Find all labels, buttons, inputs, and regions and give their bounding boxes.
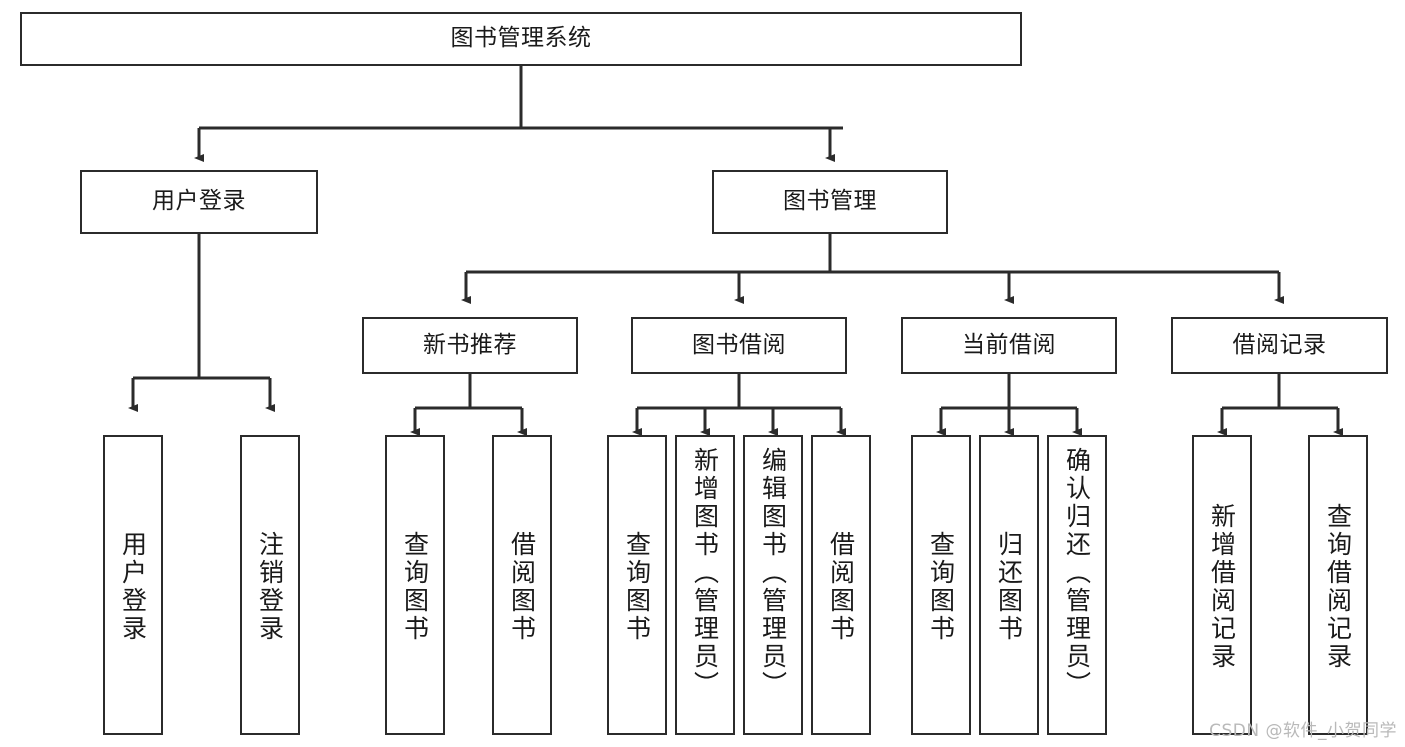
leaf-add-book[interactable]: 新增图书（管理员） xyxy=(675,435,735,735)
leaf-edit-book-label: 编辑图书（管理员） xyxy=(758,447,788,699)
node-book-borrow[interactable]: 图书借阅 xyxy=(631,317,847,374)
leaf-borrow-book-1[interactable]: 借阅图书 xyxy=(492,435,552,735)
leaf-query-record-label: 查询借阅记录 xyxy=(1323,503,1353,671)
watermark: CSDN @软件_小贺同学 xyxy=(1209,721,1397,741)
node-user-login-label: 用户登录 xyxy=(152,188,246,215)
leaf-query-book-1-label: 查询图书 xyxy=(400,531,430,643)
leaf-query-record[interactable]: 查询借阅记录 xyxy=(1308,435,1368,735)
leaf-return-book[interactable]: 归还图书 xyxy=(979,435,1039,735)
leaf-user-login[interactable]: 用户登录 xyxy=(103,435,163,735)
leaf-borrow-book-2-label: 借阅图书 xyxy=(826,531,856,643)
leaf-confirm-return[interactable]: 确认归还（管理员） xyxy=(1047,435,1107,735)
leaf-add-record-label: 新增借阅记录 xyxy=(1207,503,1237,671)
leaf-add-record[interactable]: 新增借阅记录 xyxy=(1192,435,1252,735)
leaf-query-book-3[interactable]: 查询图书 xyxy=(911,435,971,735)
node-book-manage-label: 图书管理 xyxy=(783,188,877,215)
leaf-return-book-label: 归还图书 xyxy=(994,531,1024,643)
node-root[interactable]: 图书管理系统 xyxy=(20,12,1022,66)
node-new-book-rec-label: 新书推荐 xyxy=(423,331,517,358)
node-borrow-record[interactable]: 借阅记录 xyxy=(1171,317,1388,374)
leaf-borrow-book-1-label: 借阅图书 xyxy=(507,531,537,643)
node-current-borrow-label: 当前借阅 xyxy=(962,331,1056,358)
leaf-confirm-return-label: 确认归还（管理员） xyxy=(1062,447,1092,699)
leaf-user-logout[interactable]: 注销登录 xyxy=(240,435,300,735)
node-book-borrow-label: 图书借阅 xyxy=(692,331,786,358)
node-root-label: 图书管理系统 xyxy=(450,25,592,52)
leaf-add-book-label: 新增图书（管理员） xyxy=(690,447,720,699)
node-borrow-record-label: 借阅记录 xyxy=(1232,331,1327,358)
node-user-login[interactable]: 用户登录 xyxy=(80,170,318,234)
leaf-query-book-3-label: 查询图书 xyxy=(926,531,956,643)
leaf-query-book-1[interactable]: 查询图书 xyxy=(385,435,445,735)
node-book-manage[interactable]: 图书管理 xyxy=(712,170,948,234)
leaf-borrow-book-2[interactable]: 借阅图书 xyxy=(811,435,871,735)
leaf-query-book-2[interactable]: 查询图书 xyxy=(607,435,667,735)
leaf-edit-book[interactable]: 编辑图书（管理员） xyxy=(743,435,803,735)
leaf-user-logout-label: 注销登录 xyxy=(255,531,285,643)
node-current-borrow[interactable]: 当前借阅 xyxy=(901,317,1117,374)
node-new-book-rec[interactable]: 新书推荐 xyxy=(362,317,578,374)
leaf-query-book-2-label: 查询图书 xyxy=(622,531,652,643)
leaf-user-login-label: 用户登录 xyxy=(118,531,148,643)
